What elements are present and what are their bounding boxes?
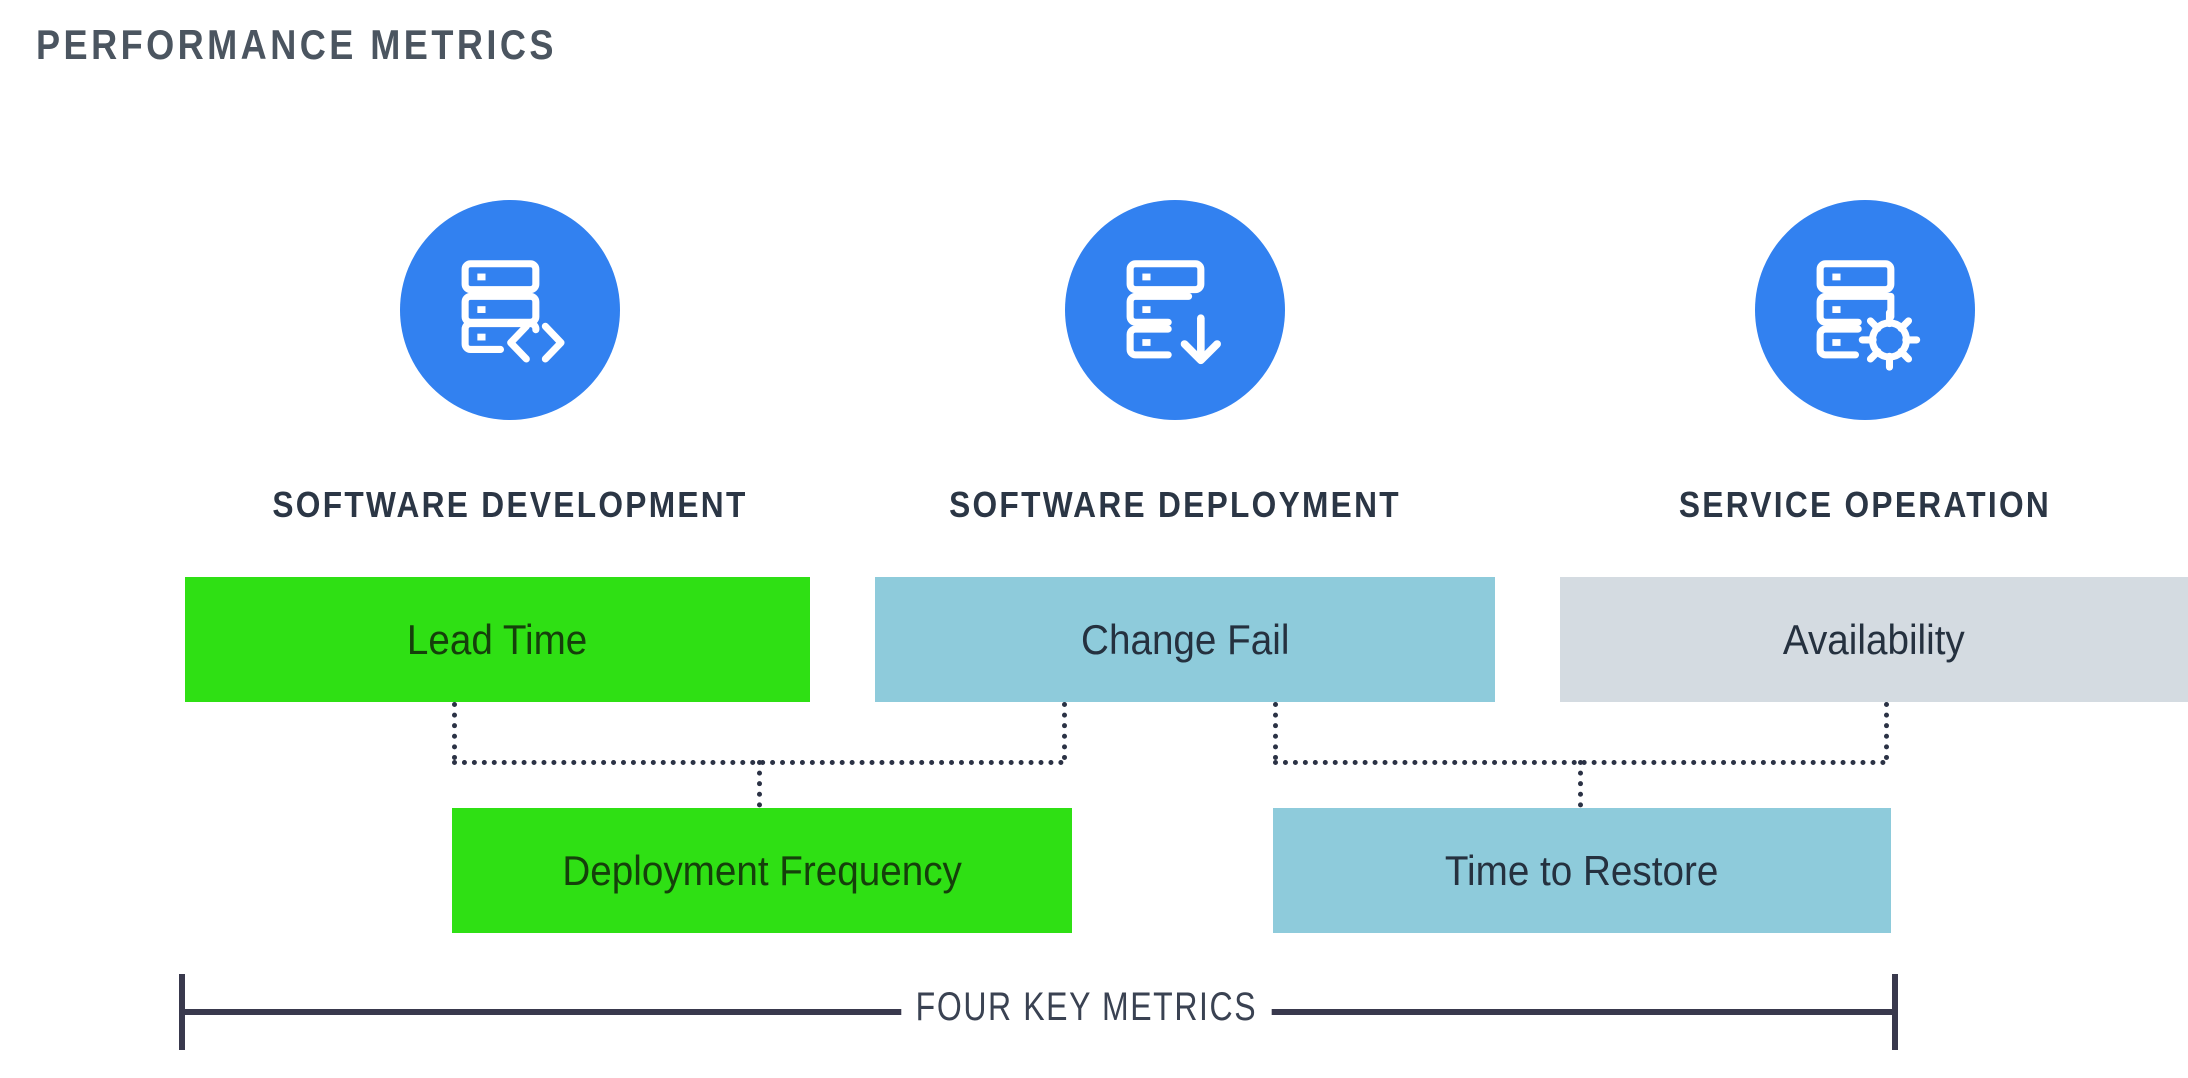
- connector-time-to-restore-vertical: [1578, 760, 1583, 818]
- metric-label-availability: Availability: [1783, 615, 1965, 663]
- metric-label-lead-time: Lead Time: [407, 615, 588, 663]
- metric-bar-change-fail[interactable]: Change Fail: [875, 577, 1495, 702]
- metric-label-deployment-frequency: Deployment Frequency: [562, 846, 962, 894]
- connector-change-fail-right-vertical: [1273, 702, 1278, 760]
- metric-bar-time-to-restore[interactable]: Time to Restore: [1273, 808, 1891, 933]
- column-heading-service-operation: SERVICE OPERATION: [1678, 484, 2052, 525]
- column-heading-software-deployment: SOFTWARE DEPLOYMENT: [949, 484, 1401, 525]
- connector-deployment-frequency-vertical: [757, 760, 762, 818]
- metric-label-change-fail: Change Fail: [1080, 615, 1290, 663]
- server-code-icon: [400, 200, 620, 420]
- server-download-icon: [1065, 200, 1285, 420]
- server-gear-icon: [1755, 200, 1975, 420]
- page-title: PERFORMANCE METRICS: [36, 21, 557, 68]
- column-service-operation: SERVICE OPERATION: [1515, 0, 2188, 560]
- metric-bar-deployment-frequency[interactable]: Deployment Frequency: [452, 808, 1072, 933]
- connector-availability-vertical: [1884, 702, 1889, 760]
- column-software-development: SOFTWARE DEVELOPMENT: [160, 0, 860, 560]
- metric-label-time-to-restore: Time to Restore: [1445, 846, 1719, 894]
- metric-bar-lead-time[interactable]: Lead Time: [185, 577, 810, 702]
- metric-bar-availability[interactable]: Availability: [1560, 577, 2188, 702]
- connector-lead-time-vertical: [452, 702, 457, 760]
- bracket-label-four-key-metrics: FOUR KEY METRICS: [901, 985, 1272, 1030]
- column-software-deployment: SOFTWARE DEPLOYMENT: [825, 0, 1525, 560]
- connector-change-fail-left-vertical: [1062, 702, 1067, 760]
- column-heading-software-development: SOFTWARE DEVELOPMENT: [272, 484, 748, 525]
